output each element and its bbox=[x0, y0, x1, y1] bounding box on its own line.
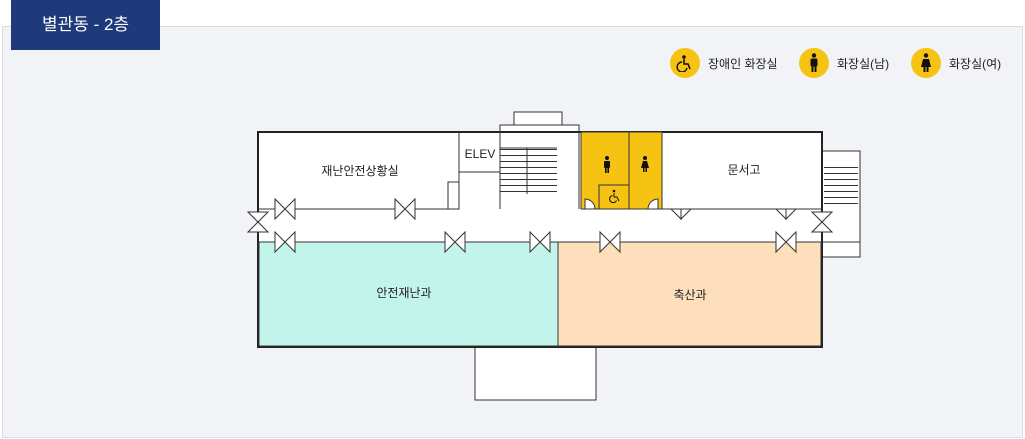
legend-label-female: 화장실(여) bbox=[949, 56, 1002, 71]
center-stairs bbox=[500, 148, 557, 194]
right-stairs bbox=[824, 165, 858, 207]
room-label-safety-dept: 안전재난과 bbox=[376, 286, 431, 300]
doors bbox=[246, 197, 834, 254]
room-label-livestock-dept: 축산과 bbox=[673, 288, 706, 302]
legend-male-restroom: 화장실(남) bbox=[799, 48, 889, 78]
male-icon bbox=[799, 48, 829, 78]
plan-wheelchair-icon bbox=[609, 189, 620, 204]
plan-female-icon bbox=[641, 156, 649, 172]
room-label-elev: ELEV bbox=[465, 147, 496, 161]
wheelchair-icon bbox=[670, 48, 700, 78]
top-annex bbox=[513, 111, 563, 126]
annex-block bbox=[474, 346, 597, 401]
floor-title: 별관동 - 2층 bbox=[11, 0, 160, 50]
plan-male-icon bbox=[604, 156, 610, 173]
legend-label-accessible: 장애인 화장실 bbox=[708, 56, 778, 71]
room-label-archive: 문서고 bbox=[727, 163, 760, 177]
legend-female-restroom: 화장실(여) bbox=[911, 48, 1001, 78]
safety-dept-room bbox=[258, 241, 559, 347]
legend-accessible-restroom: 장애인 화장실 bbox=[670, 48, 778, 78]
room-label-disaster: 재난안전상황실 bbox=[321, 164, 398, 178]
legend-label-male: 화장실(남) bbox=[837, 56, 890, 71]
female-icon bbox=[911, 48, 941, 78]
livestock-dept-room bbox=[557, 241, 822, 347]
